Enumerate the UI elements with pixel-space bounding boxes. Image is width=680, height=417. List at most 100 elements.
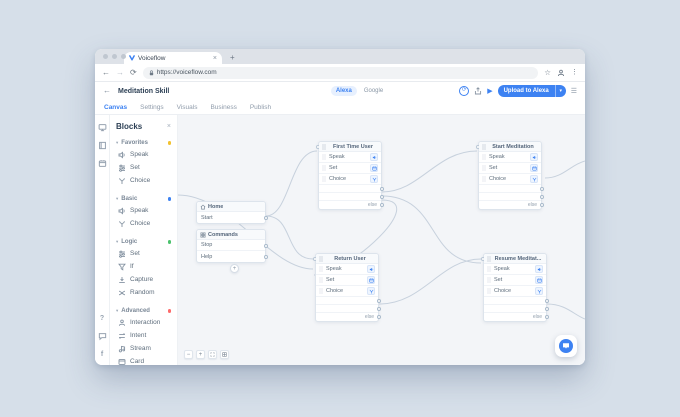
choice-port[interactable]: [545, 307, 549, 311]
choice-port[interactable]: [540, 187, 544, 191]
row-speak[interactable]: Speak: [319, 152, 381, 163]
choice-port[interactable]: [380, 195, 384, 199]
tab-visuals[interactable]: Visuals: [176, 103, 198, 111]
bookmark-star-icon[interactable]: ☆: [544, 67, 551, 77]
upload-caret-icon[interactable]: ▾: [554, 85, 566, 97]
node-header[interactable]: Home: [197, 202, 265, 212]
choice-output-row[interactable]: [319, 185, 384, 193]
chat-launcher-button[interactable]: [555, 335, 577, 357]
platform-alexa-button[interactable]: Alexa: [330, 86, 357, 96]
zoom-out-button[interactable]: −: [184, 350, 193, 359]
block-item-set[interactable]: Set: [116, 161, 171, 174]
node-commands[interactable]: Commands Stop Help: [196, 229, 268, 263]
choice-output-row[interactable]: [319, 193, 384, 201]
row-set[interactable]: Set: [479, 163, 541, 174]
choice-else-row[interactable]: else: [319, 201, 384, 209]
tab-settings[interactable]: Settings: [140, 103, 164, 111]
row-set[interactable]: Set: [316, 275, 378, 286]
block-item-if[interactable]: If: [116, 260, 171, 273]
help-icon[interactable]: ?: [99, 315, 105, 322]
block-item-random[interactable]: Random: [116, 286, 171, 299]
node-row-start[interactable]: Start: [197, 212, 268, 223]
app-menu-icon[interactable]: ☰: [570, 87, 577, 95]
facebook-icon[interactable]: f: [100, 351, 104, 358]
row-speak[interactable]: Speak: [484, 264, 546, 275]
browser-menu-icon[interactable]: ⋮: [571, 69, 578, 76]
project-back-icon[interactable]: ←: [103, 86, 111, 95]
row-speak[interactable]: Speak: [316, 264, 378, 275]
choice-output-row[interactable]: [479, 193, 544, 201]
choice-output-row[interactable]: [316, 297, 381, 305]
tab-close-icon[interactable]: ×: [212, 54, 217, 62]
choice-output-row[interactable]: [484, 297, 549, 305]
tab-canvas[interactable]: Canvas: [104, 103, 128, 111]
chat-bubble-icon[interactable]: [98, 332, 107, 341]
zoom-in-button[interactable]: +: [196, 350, 205, 359]
flow-canvas[interactable]: Home Start Commands Stop Help: [178, 115, 585, 365]
section-logic[interactable]: ▾ Logic: [116, 237, 171, 247]
browser-tab[interactable]: Voiceflow ×: [124, 52, 222, 64]
row-speak[interactable]: Speak: [479, 152, 541, 163]
node-header[interactable]: First Time User: [319, 142, 381, 152]
block-item-set[interactable]: Set: [116, 247, 171, 260]
block-item-card[interactable]: Card: [116, 355, 171, 365]
section-advanced[interactable]: ▾ Advanced: [116, 306, 171, 316]
node-start-meditation[interactable]: Start Meditation Speak Set Choice: [476, 141, 544, 210]
browser-forward-icon[interactable]: →: [116, 67, 124, 77]
window-close-button[interactable]: [103, 54, 108, 59]
block-item-capture[interactable]: Capture: [116, 273, 171, 286]
block-item-interaction[interactable]: Interaction: [116, 316, 171, 329]
choice-else-row[interactable]: else: [316, 313, 381, 321]
out-port[interactable]: [264, 254, 268, 259]
out-port[interactable]: [264, 215, 268, 220]
section-basic[interactable]: ▾ Basic: [116, 194, 171, 204]
block-item-stream[interactable]: Stream: [116, 342, 171, 355]
new-tab-button[interactable]: +: [230, 53, 235, 62]
node-header[interactable]: Commands: [197, 230, 265, 240]
tab-business[interactable]: Business: [210, 103, 237, 111]
sync-icon[interactable]: ⟳: [459, 86, 470, 96]
row-choice[interactable]: Choice: [316, 286, 378, 297]
tab-publish[interactable]: Publish: [249, 103, 272, 111]
choice-port[interactable]: [545, 299, 549, 303]
browser-back-icon[interactable]: ←: [102, 67, 110, 77]
choice-port[interactable]: [540, 195, 544, 199]
node-header[interactable]: Resume Meditat...: [484, 254, 546, 264]
address-bar[interactable]: https://voiceflow.com: [142, 66, 539, 79]
out-port[interactable]: [264, 243, 268, 248]
browser-refresh-icon[interactable]: ⟳: [130, 67, 137, 77]
row-set[interactable]: Set: [484, 275, 546, 286]
choice-output-row[interactable]: [316, 305, 381, 313]
section-favorites[interactable]: ▾ Favorites: [116, 138, 171, 148]
window-minimize-button[interactable]: [112, 54, 117, 59]
window-maximize-button[interactable]: [121, 54, 126, 59]
calendar-icon[interactable]: [98, 159, 107, 168]
row-choice[interactable]: Choice: [319, 174, 381, 185]
node-return-user[interactable]: Return User Speak Set Choice: [313, 253, 381, 322]
canvas-monitor-icon[interactable]: [98, 123, 107, 132]
else-port[interactable]: [380, 203, 384, 207]
add-block-button[interactable]: +: [230, 264, 239, 273]
choice-output-row[interactable]: [484, 305, 549, 313]
share-icon[interactable]: [474, 87, 482, 95]
row-set[interactable]: Set: [319, 163, 381, 174]
choice-port[interactable]: [377, 299, 381, 303]
block-item-choice[interactable]: Choice: [116, 174, 171, 187]
fit-screen-button[interactable]: [208, 350, 217, 359]
minimap-button[interactable]: [220, 350, 229, 359]
profile-icon[interactable]: [557, 69, 565, 77]
choice-else-row[interactable]: else: [479, 201, 544, 209]
choice-port[interactable]: [380, 187, 384, 191]
else-port[interactable]: [540, 203, 544, 207]
node-header[interactable]: Return User: [316, 254, 378, 264]
node-row-help[interactable]: Help: [197, 251, 268, 262]
node-resume-meditation[interactable]: Resume Meditat... Speak Set Choice: [481, 253, 549, 322]
blocks-panel-close-icon[interactable]: ×: [166, 123, 171, 130]
block-item-intent[interactable]: Intent: [116, 329, 171, 342]
node-home[interactable]: Home Start: [196, 201, 268, 224]
choice-port[interactable]: [377, 307, 381, 311]
platform-google-button[interactable]: Google: [363, 88, 384, 94]
upload-to-alexa-button[interactable]: Upload to Alexa ▾: [497, 85, 566, 97]
block-item-speak[interactable]: Speak: [116, 148, 171, 161]
block-item-speak[interactable]: Speak: [116, 204, 171, 217]
